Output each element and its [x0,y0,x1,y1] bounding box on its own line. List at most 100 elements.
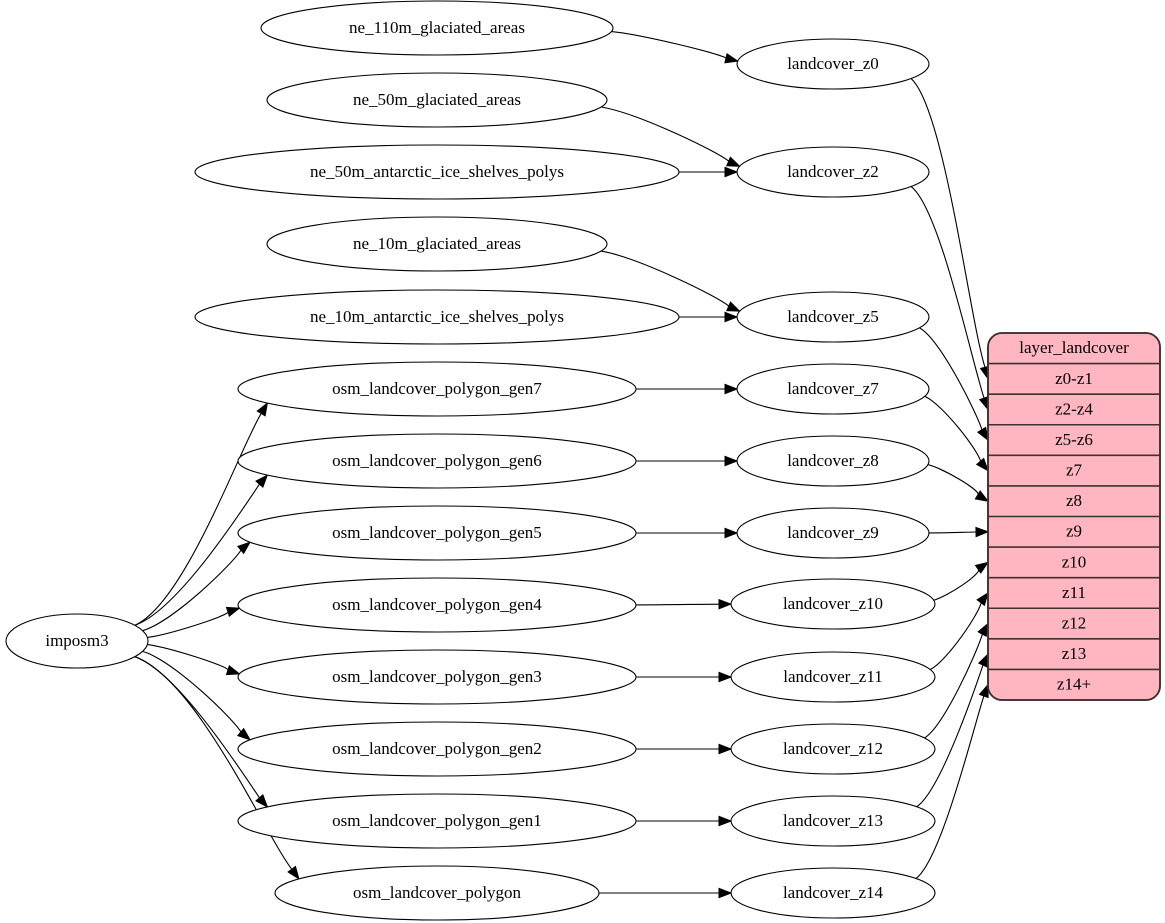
edge-landcover_z10-to-layer_landcover_z10 [933,568,980,601]
table-row[interactable]: z12 [988,608,1160,639]
node-landcover_z13[interactable]: landcover_z13 [730,795,936,847]
edge-osm_landcover_polygon_gen4-to-landcover_z10 [635,603,721,606]
table-row-label: z14+ [1057,675,1091,694]
node-shape-ellipse [736,291,930,343]
arrowhead-icon [718,598,733,610]
edge-imposm3-to-osm_landcover_polygon_gen4 [147,611,230,639]
table-row-label: z9 [1066,522,1082,541]
table-row[interactable]: z8 [988,486,1160,517]
table-header-label: layer_landcover [1019,338,1129,357]
node-osm_landcover_polygon_gen1[interactable]: osm_landcover_polygon_gen1 [237,793,637,849]
node-osm_landcover_polygon[interactable]: osm_landcover_polygon [274,865,600,921]
arrowhead-icon [724,53,740,64]
node-shape-ellipse [730,578,936,630]
edge-landcover_z12-to-layer_landcover_z12 [924,633,984,739]
table-row[interactable]: z14+ [988,669,1160,700]
node-label: ne_50m_glaciated_areas [353,90,521,109]
node-label: landcover_z7 [787,379,879,398]
table-node-layer-landcover[interactable]: layer_landcover z0-z1 z2-z4 z5-z6 z7 z8 z9 z10 z… [987,332,1161,701]
node-label: ne_50m_antarctic_ice_shelves_polys [310,162,564,181]
edges-group [134,30,991,899]
node-osm_landcover_polygon_gen7[interactable]: osm_landcover_polygon_gen7 [237,361,637,417]
node-shape-ellipse [237,433,637,489]
node-ne_10m_antarctic_ice_shelves_polys[interactable]: ne_10m_antarctic_ice_shelves_polys [194,289,680,345]
arrowhead-icon [976,426,989,442]
node-label: ne_10m_antarctic_ice_shelves_polys [310,307,564,326]
node-label: landcover_z5 [787,307,879,326]
node-shape-ellipse [730,723,936,775]
node-landcover_z12[interactable]: landcover_z12 [730,723,936,775]
edge-ne_10m_glaciated_areas-to-landcover_z5 [600,250,730,308]
node-shape-ellipse [736,507,930,559]
node-shape-ellipse [194,144,680,200]
node-shape-ellipse [266,72,608,128]
arrowhead-icon [724,166,739,178]
table-row[interactable]: z2-z4 [988,394,1160,425]
node-label: landcover_z12 [783,739,883,758]
node-shape-ellipse [237,649,637,705]
arrowhead-icon [724,383,739,395]
node-shape-ellipse [736,146,930,198]
node-label: osm_landcover_polygon_gen3 [332,667,542,686]
node-label: osm_landcover_polygon_gen6 [332,451,542,470]
node-label: osm_landcover_polygon_gen7 [332,379,542,398]
table-node-group[interactable]: layer_landcover z0-z1 z2-z4 z5-z6 z7 z8 z9 z10 z… [987,332,1161,701]
node-osm_landcover_polygon_gen2[interactable]: osm_landcover_polygon_gen2 [237,721,637,777]
node-imposm3[interactable]: imposm3 [5,613,149,669]
node-shape-ellipse [237,721,637,777]
node-ne_50m_antarctic_ice_shelves_polys[interactable]: ne_50m_antarctic_ice_shelves_polys [194,144,680,200]
node-landcover_z14[interactable]: landcover_z14 [730,867,936,919]
node-label: ne_110m_glaciated_areas [349,18,525,37]
node-label: landcover_z10 [783,594,883,613]
table-row-label: z11 [1062,583,1086,602]
node-shape-ellipse [266,216,608,272]
node-ne_10m_glaciated_areas[interactable]: ne_10m_glaciated_areas [266,216,608,272]
table-row[interactable]: z0-z1 [988,364,1160,395]
table-row[interactable]: z13 [988,639,1160,670]
node-shape-ellipse [194,289,680,345]
arrowhead-icon [724,455,739,467]
node-osm_landcover_polygon_gen3[interactable]: osm_landcover_polygon_gen3 [237,649,637,705]
arrowhead-icon [977,652,989,668]
edge-imposm3-to-osm_landcover_polygon_gen3 [147,643,230,671]
node-label: landcover_z2 [787,162,879,181]
table-row[interactable]: z9 [988,517,1160,548]
table-row[interactable]: z10 [988,547,1160,578]
edge-landcover_z11-to-layer_landcover_z11 [929,601,982,670]
arrowhead-icon [974,490,990,502]
node-shape-ellipse [237,793,637,849]
node-osm_landcover_polygon_gen5[interactable]: osm_landcover_polygon_gen5 [237,505,637,561]
node-landcover_z9[interactable]: landcover_z9 [736,507,930,559]
node-landcover_z8[interactable]: landcover_z8 [736,435,930,487]
edge-landcover_z9-to-layer_landcover_z9 [928,531,978,534]
node-ne_110m_glaciated_areas[interactable]: ne_110m_glaciated_areas [260,0,614,56]
table-row-label: z5-z6 [1055,430,1093,449]
node-osm_landcover_polygon_gen6[interactable]: osm_landcover_polygon_gen6 [237,433,637,489]
node-shape-ellipse [736,38,930,90]
arrowhead-icon [718,743,733,755]
node-shape-ellipse [260,0,614,56]
table-row-label: z0-z1 [1055,369,1093,388]
edge-landcover_z7-to-layer_landcover_z7 [924,395,982,463]
arrowhead-icon [975,457,989,472]
node-landcover_z7[interactable]: landcover_z7 [736,363,930,415]
node-ne_50m_glaciated_areas[interactable]: ne_50m_glaciated_areas [266,72,608,128]
node-shape-ellipse [5,613,149,669]
table-row[interactable]: z7 [988,455,1160,486]
node-osm_landcover_polygon_gen4[interactable]: osm_landcover_polygon_gen4 [237,577,637,633]
table-row-label: z8 [1066,491,1082,510]
node-landcover_z5[interactable]: landcover_z5 [736,291,930,343]
node-label: osm_landcover_polygon [353,883,522,902]
node-label: landcover_z8 [787,451,879,470]
node-landcover_z0[interactable]: landcover_z0 [736,38,930,90]
arrowhead-icon [236,727,252,741]
table-row[interactable]: z11 [988,578,1160,609]
table-row-label: z7 [1066,461,1083,480]
node-landcover_z10[interactable]: landcover_z10 [730,578,936,630]
table-row[interactable]: z5-z6 [988,425,1160,456]
node-landcover_z2[interactable]: landcover_z2 [736,146,930,198]
node-landcover_z11[interactable]: landcover_z11 [730,651,936,703]
arrowhead-icon [724,311,739,323]
